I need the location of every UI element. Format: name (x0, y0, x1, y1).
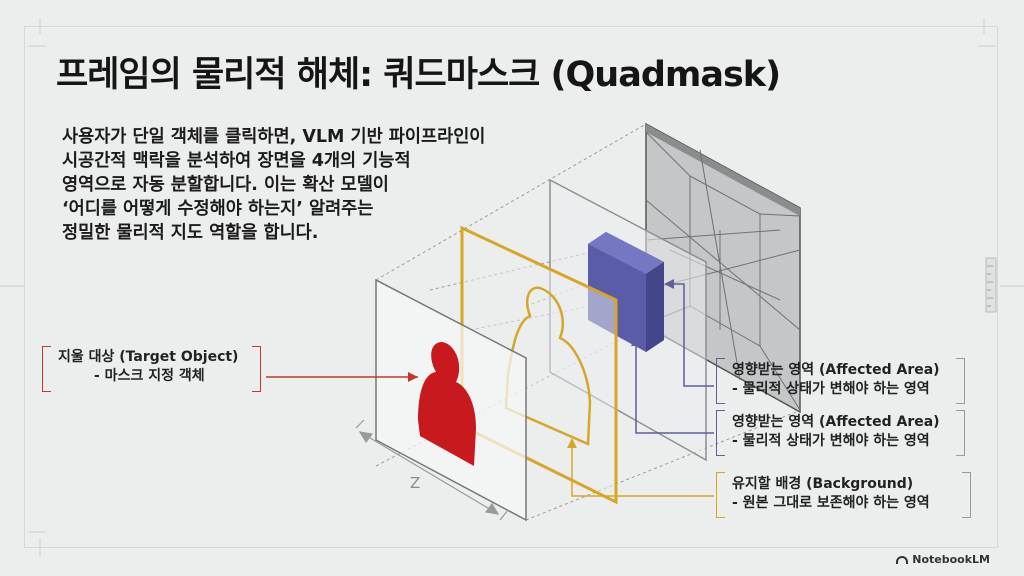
affected-label-2-subtitle: - 물리적 상태가 변해야 하는 영역 (732, 433, 930, 449)
intro-line: 사용자가 단일 객체를 클릭하면, VLM 기반 파이프라인이 (62, 127, 486, 147)
target-bracket-left (42, 346, 51, 392)
background-label-title: 유지할 배경 (Background) (732, 476, 914, 492)
intro-line: 영역으로 자동 분할합니다. 이는 확산 모델이 (62, 175, 389, 195)
room-perspective-lines (645, 131, 801, 411)
target-layer (375, 278, 527, 522)
background-label-subtitle: - 원본 그대로 보존해야 하는 영역 (732, 495, 930, 511)
target-label: 지울 대상 (Target Object) - 마스크 지정 객체 (58, 348, 238, 386)
affected-2-bracket-right (956, 410, 965, 456)
target-bracket-right (252, 346, 261, 392)
affected-2-bracket-left (716, 410, 725, 456)
slide-frame (24, 26, 998, 548)
intro-text: 사용자가 단일 객체를 클릭하면, VLM 기반 파이프라인이 시공간적 맥락을… (62, 125, 512, 245)
crop-marks (0, 18, 1024, 556)
affected-label-1: 영향받는 영역 (Affected Area) - 물리적 상태가 변해야 하는… (732, 361, 940, 399)
intro-line: 정밀한 물리적 지도 역할을 합니다. (62, 223, 319, 243)
silhouette-outline (504, 286, 592, 446)
notebooklm-logo-icon (896, 555, 909, 564)
affected-callout-1 (664, 279, 714, 387)
target-callout (266, 372, 418, 382)
z-axis (355, 419, 509, 521)
background-bracket-left (716, 472, 725, 518)
background-label: 유지할 배경 (Background) - 원본 그대로 보존해야 하는 영역 (732, 475, 930, 513)
intro-line: 시공간적 맥락을 분석하여 장면을 4개의 기능적 (62, 151, 411, 171)
brand-name: NotebookLM (912, 553, 990, 566)
background-callout (567, 438, 714, 497)
z-axis-label: Z (410, 474, 420, 492)
target-label-title: 지울 대상 (Target Object) (58, 349, 239, 365)
affected-callout-2 (631, 336, 714, 434)
affected-1-bracket-right (956, 358, 965, 404)
ruler-icon (985, 257, 997, 313)
target-label-subtitle: - 마스크 지정 객체 (94, 368, 205, 384)
page-title: 프레임의 물리적 해체: 쿼드마스크 (Quadmask) (56, 55, 781, 95)
target-figure (418, 342, 476, 466)
affected-label-2: 영향받는 영역 (Affected Area) - 물리적 상태가 변해야 하는… (732, 413, 940, 451)
affected-label-1-title: 영향받는 영역 (Affected Area) (732, 362, 940, 378)
affected-label-1-subtitle: - 물리적 상태가 변해야 하는 영역 (732, 381, 930, 397)
background-bracket-right (962, 472, 971, 518)
affected-1-bracket-left (716, 358, 725, 404)
brand: NotebookLM (896, 553, 990, 566)
affected-label-2-title: 영향받는 영역 (Affected Area) (732, 414, 940, 430)
intro-line: ‘어디를 어떻게 수정해야 하는지’ 알려주는 (62, 199, 374, 219)
